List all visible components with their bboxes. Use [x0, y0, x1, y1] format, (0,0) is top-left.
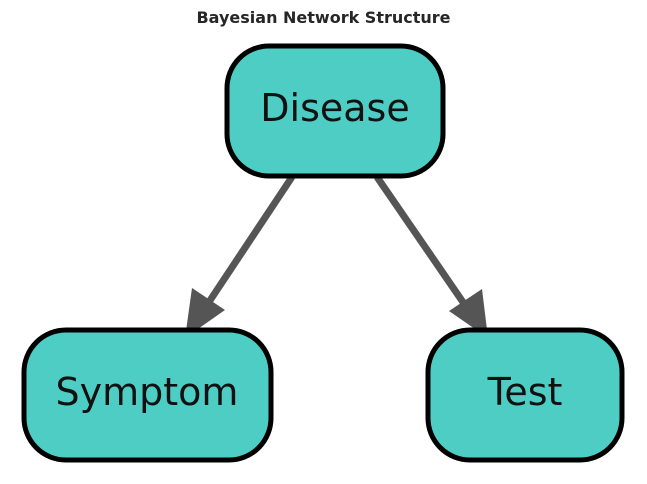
edge-line-disease-test [374, 175, 470, 310]
node-box-disease [224, 43, 446, 179]
edge-disease-test [374, 175, 488, 338]
arrowhead-disease-symptom [185, 288, 225, 338]
diagram-title: Bayesian Network Structure [196, 8, 451, 27]
node-label-symptom: Symptom [56, 370, 239, 414]
node-box-symptom [21, 327, 274, 463]
node-symptom: Symptom [21, 327, 274, 463]
nodes-layer: Disease Symptom Test [21, 43, 625, 463]
node-box-test [425, 327, 625, 463]
arrowhead-disease-test [449, 289, 488, 338]
node-test: Test [425, 327, 625, 463]
edge-disease-symptom [185, 175, 295, 338]
edges-layer [185, 175, 488, 338]
node-disease: Disease [224, 43, 446, 179]
node-label-test: Test [487, 370, 563, 414]
node-label-disease: Disease [260, 86, 409, 130]
edge-line-disease-symptom [202, 175, 295, 310]
